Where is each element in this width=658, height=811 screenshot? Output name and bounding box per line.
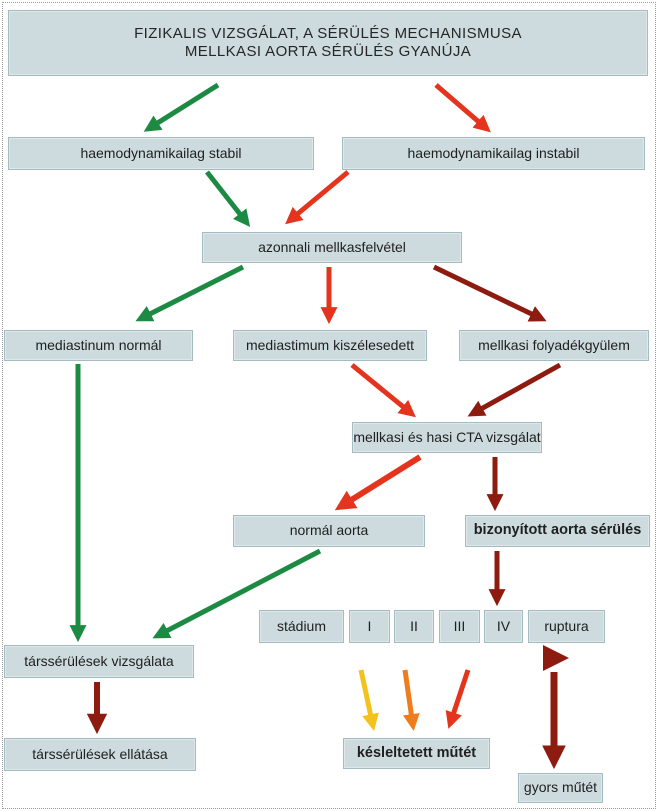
node-hemodynamically-unstable: haemodynamikailag instabil [342, 137, 645, 170]
arrow-stage2-to-delayed [402, 669, 420, 732]
node-associated-injuries-exam: társsérülések vizsgálata [4, 645, 194, 678]
title-line-1: FIZIKALIS VIZSGÁLAT, A SÉRÜLÉS MECHANISM… [134, 24, 522, 42]
node-hemodynamically-stable: haemodynamikailag stabil [8, 137, 314, 170]
arrow-stable-to-xray [205, 170, 251, 228]
arrow-title-to-unstable [434, 83, 491, 133]
stage-box-2: II [394, 610, 434, 643]
node-mediastinum-widened: mediastimum kiszélesedett [233, 330, 427, 361]
stage-box-rupture: ruptura [528, 610, 605, 643]
node-chest-effusion: mellkasi folyadékgyülem [459, 330, 649, 361]
arrow-normal-aorta-to-assoc-exam [152, 548, 322, 639]
node-immediate-chest-xray: azonnali mellkasfelvétel [202, 232, 462, 263]
node-proven-aortic-injury: bizonyított aorta sérülés [465, 515, 650, 547]
stage-label-box: stádium [259, 610, 344, 643]
arrow-widened-to-cta [350, 363, 416, 418]
node-mediastinum-normal: mediastinum normál [4, 330, 193, 361]
arrow-effusion-to-cta [467, 362, 562, 417]
stage-box-3: III [439, 610, 480, 643]
node-rapid-surgery: gyors műtét [518, 773, 603, 803]
node-cta-exam: mellkasi és hasi CTA vizsgálat [352, 422, 542, 453]
node-delayed-surgery: késleltetett műtét [343, 738, 490, 769]
arrow-cta-to-normal-aorta [334, 454, 422, 511]
arrow-unstable-to-xray [285, 170, 350, 225]
node-associated-injuries-care: társsérülések ellátása [4, 738, 196, 771]
arrow-stage3-to-delayed [445, 669, 471, 729]
severity-gradient-arrowhead [543, 645, 569, 671]
title-line-2: MELLKASI AORTA SÉRÜLÉS GYANÚJA [184, 43, 472, 60]
arrow-title-to-stable [143, 82, 220, 132]
arrow-stage1-to-delayed [358, 669, 379, 731]
title-box: FIZIKALIS VIZSGÁLAT, A SÉRÜLÉS MECHANISM… [8, 10, 648, 76]
arrow-xray-to-mediastinum-normal [135, 264, 245, 322]
stage-box-1: I [349, 610, 390, 643]
arrow-xray-to-effusion [432, 264, 547, 322]
stage-box-4: IV [484, 610, 523, 643]
node-normal-aorta: normál aorta [233, 515, 425, 547]
